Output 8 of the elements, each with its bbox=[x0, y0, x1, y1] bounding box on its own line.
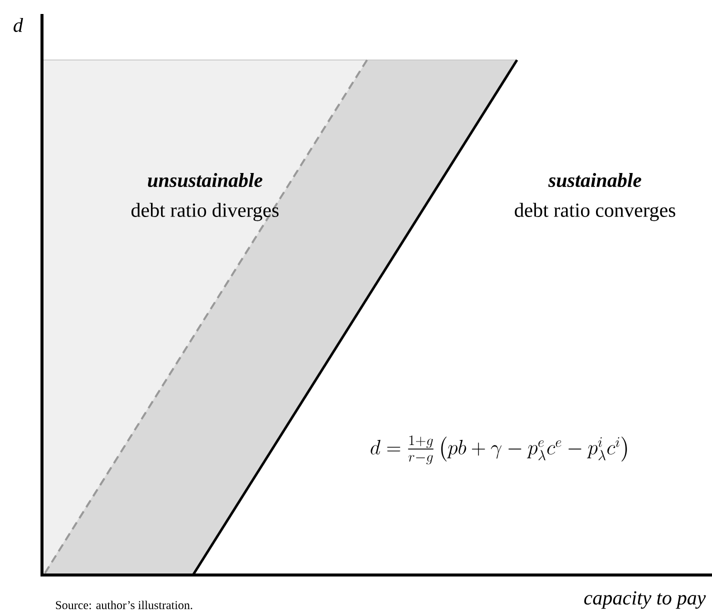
region-label: sustainable bbox=[548, 172, 642, 188]
region-label: unsustainable bbox=[148, 172, 262, 188]
region-description: debt ratio converges bbox=[514, 202, 676, 222]
axis-label: capacity to pay bbox=[584, 591, 706, 609]
axis-label: d bbox=[14, 18, 24, 32]
caption: Source: author’s illustration. bbox=[56, 600, 192, 610]
region-description: debt ratio diverges bbox=[131, 202, 279, 222]
formula: $d=\frac{1+g}{r-g}\left(pb+\gamma-p_{\lambda}^{e}c^{e}-p_{\lambda}^{i}c^{i}\right)$ bbox=[370, 435, 627, 464]
